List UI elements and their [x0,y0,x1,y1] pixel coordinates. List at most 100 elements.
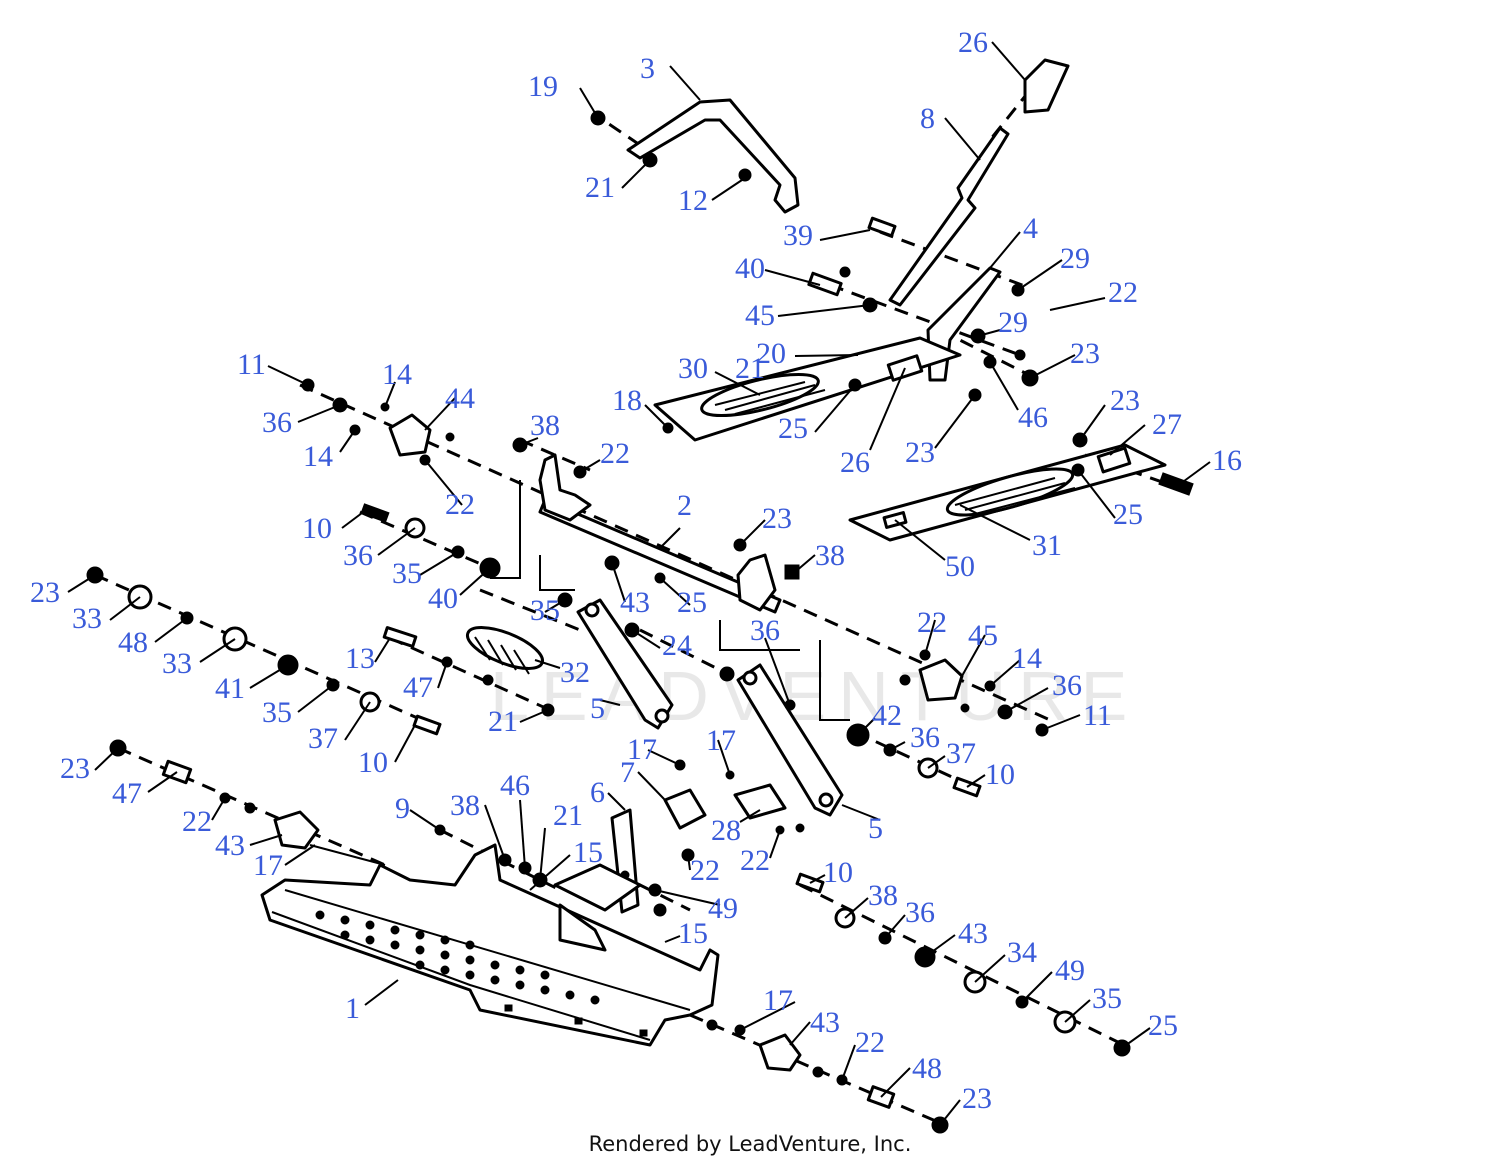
part-1-step-board [260,843,720,1047]
callout: 12 [678,184,708,217]
callout: 25 [1148,1009,1178,1042]
callout: 3 [640,52,655,85]
callout: 21 [553,799,583,832]
callout: 19 [528,70,558,103]
callout: 40 [428,582,458,615]
callout: 2 [677,489,692,522]
callout: 22 [445,488,475,521]
callout: 16 [1212,444,1242,477]
callout: 42 [872,699,902,732]
callout: 38 [450,789,480,822]
callout: 6 [590,776,605,809]
callout: 17 [253,849,283,882]
callout: 40 [735,252,765,285]
callout: 30 [678,352,708,385]
callout: 13 [345,642,375,675]
callout: 10 [358,746,388,779]
callout: 26 [840,446,870,479]
callout: 23 [905,436,935,469]
part-7-bracket [663,759,707,862]
callout: 26 [958,26,988,59]
callout: 17 [706,724,736,757]
callout: 23 [1110,384,1140,417]
callout: 15 [678,917,708,950]
callout: 10 [823,856,853,889]
callout: 22 [740,844,770,877]
callout: 50 [945,550,975,583]
callout: 45 [745,299,775,332]
callout: 23 [1070,337,1100,370]
callout: 23 [962,1082,992,1115]
callout: 38 [815,539,845,572]
callout: 31 [1032,529,1062,562]
callout: 45 [968,619,998,652]
callout: 47 [403,671,433,704]
callout: 29 [1060,242,1090,275]
step-board-holes [315,910,600,1005]
callout: 33 [162,647,192,680]
callout: 25 [1113,498,1143,531]
callout: 32 [560,656,590,689]
callout: 33 [72,602,102,635]
callout: 36 [262,406,292,439]
callout: 5 [868,812,883,845]
callout: 37 [308,722,338,755]
callout: 23 [762,502,792,535]
callout: 24 [662,629,692,662]
callout: 21 [585,171,615,204]
callout: 17 [627,733,657,766]
part-5-link-right [736,663,844,817]
callout: 36 [1052,669,1082,702]
callout: 39 [783,219,813,252]
callout: 17 [763,984,793,1017]
callout: 1 [345,992,360,1025]
callout: 36 [905,896,935,929]
callout: 22 [1108,276,1138,309]
callout: 10 [302,512,332,545]
callout: 11 [237,348,266,381]
callout: 28 [711,814,741,847]
callout: 35 [262,696,292,729]
right-hardware-stack [795,723,1131,1057]
callout: 36 [343,539,373,572]
watermark-text: LEADVENTURE [490,657,1139,735]
callout: 29 [998,306,1028,339]
callout: 43 [620,586,650,619]
callout: 25 [778,412,808,445]
callout: 25 [677,586,707,619]
callout: 22 [690,854,720,887]
callout: 35 [1092,982,1122,1015]
callout: 23 [60,752,90,785]
callout: 46 [500,769,530,802]
callout: 20 [756,337,786,370]
callout: 49 [708,892,738,925]
callout: 43 [958,917,988,950]
callout: 14 [1012,642,1042,675]
part-5-link-left [576,598,674,730]
callout: 22 [855,1026,885,1059]
callout: 46 [1018,401,1048,434]
render-credit: Rendered by LeadVenture, Inc. [588,1132,912,1156]
callout: 27 [1152,408,1182,441]
callout: 4 [1023,212,1038,245]
callout: 35 [392,557,422,590]
callout: 44 [445,382,475,415]
callout: 21 [735,352,765,385]
callout: 14 [382,358,412,391]
callout: 37 [946,737,976,770]
callout: 14 [303,440,333,473]
callout: 8 [920,102,935,135]
callout: 7 [620,756,635,789]
callout: 36 [910,721,940,754]
callout: 38 [868,879,898,912]
callout: 38 [530,409,560,442]
callout: 22 [600,437,630,470]
callout: 43 [810,1006,840,1039]
callout: 47 [112,777,142,810]
callout: 21 [488,705,518,738]
callout: 11 [1083,699,1112,732]
callout-labels: 1 2 3 4 5 5 6 7 8 9 10 10 10 10 11 11 12… [30,26,1242,1115]
callout: 5 [590,692,605,725]
callout: 49 [1055,954,1085,987]
